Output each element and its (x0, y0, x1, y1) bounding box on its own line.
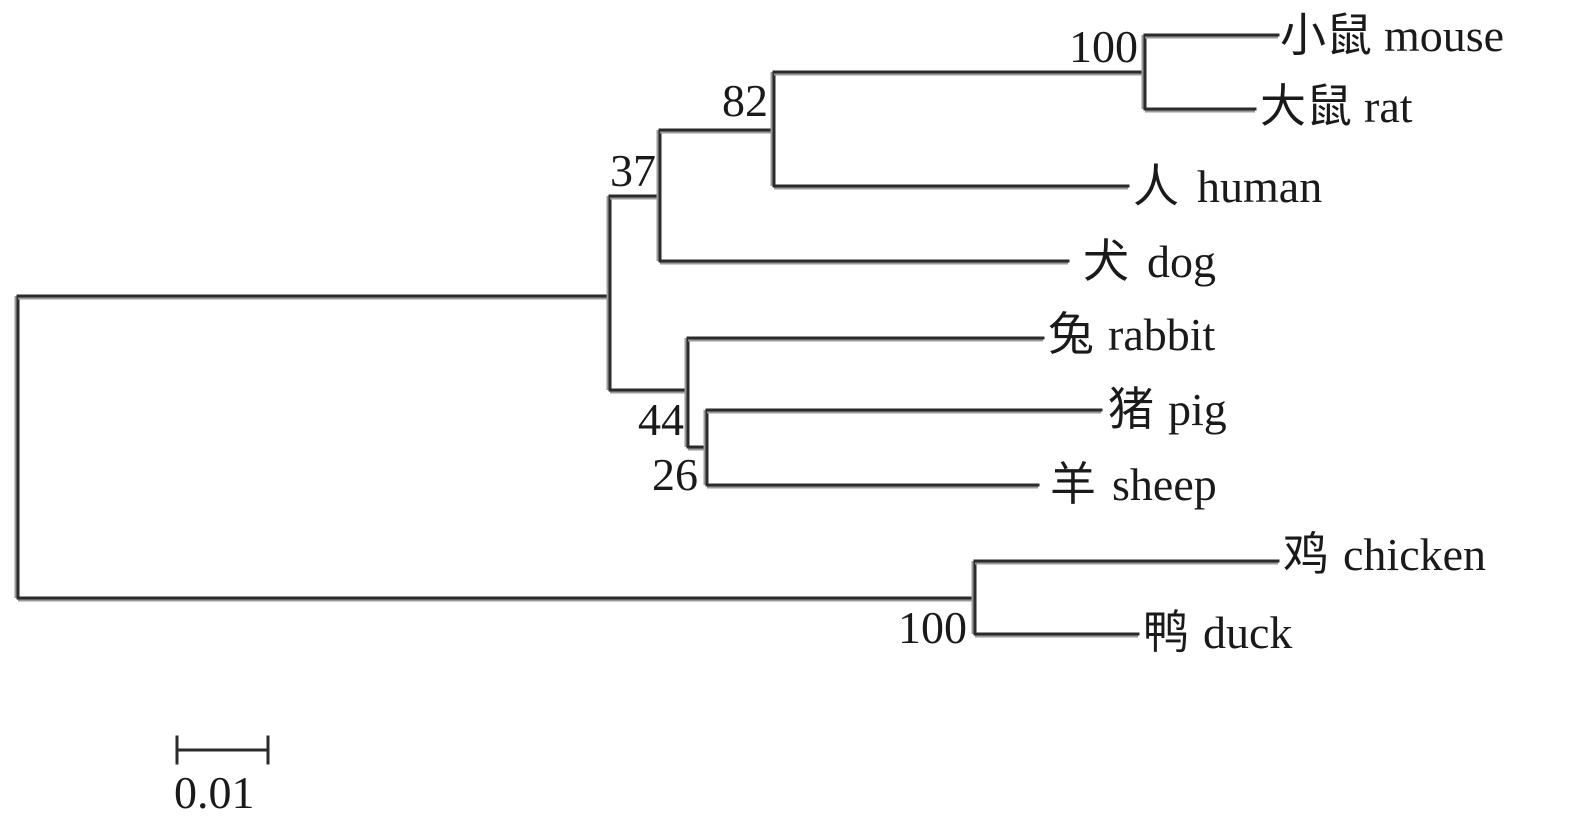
bootstrap-murid-human: 82 (722, 75, 768, 126)
bootstrap-mouse-rat: 100 (1069, 21, 1138, 72)
scale-bar: 0.01 (174, 735, 270, 818)
bootstrap-primate-dog: 37 (610, 145, 656, 196)
bootstrap-pig-sheep: 26 (652, 449, 698, 500)
bootstrap-rabbit-ungulate: 44 (638, 394, 684, 445)
bootstrap-chicken-duck: 100 (898, 602, 967, 653)
scale-bar-label: 0.01 (174, 767, 255, 818)
tree-branches (14, 33, 1280, 638)
